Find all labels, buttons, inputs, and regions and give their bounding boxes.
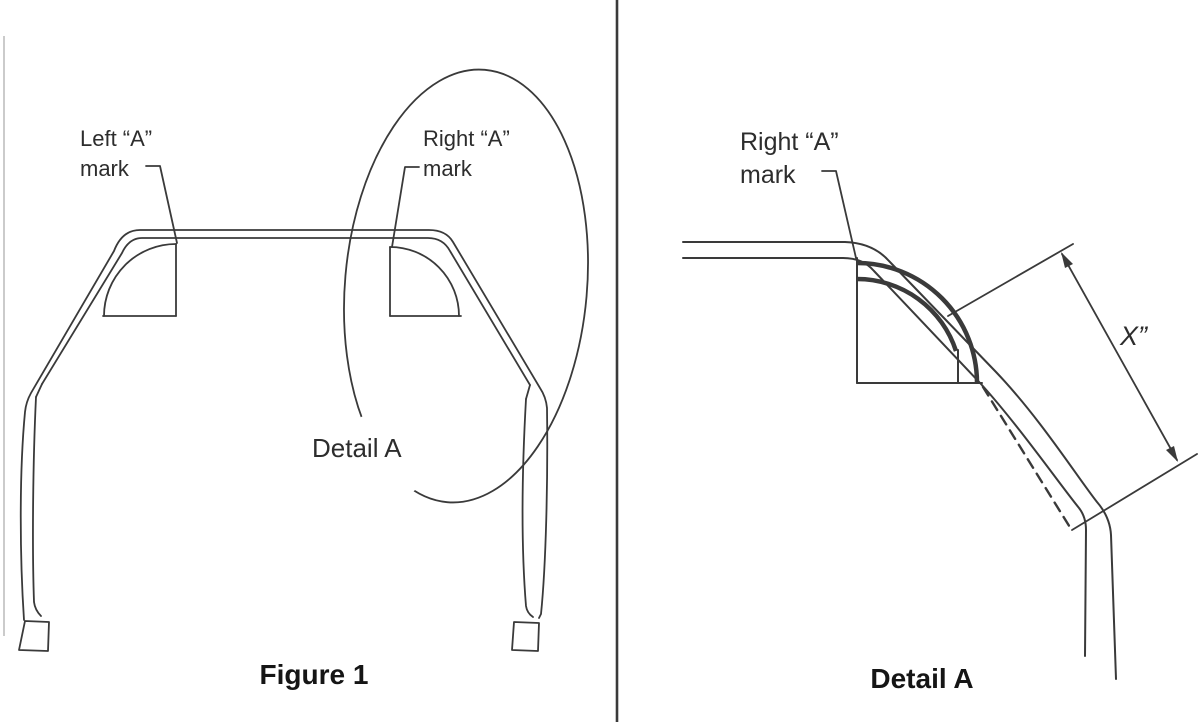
detail-a-mark-label-line1: Right “A” [740, 128, 839, 156]
left-label-leader-line [145, 165, 178, 244]
hidden-edge-dashed-line [981, 385, 1073, 531]
left-pillar-notch [35, 383, 43, 398]
left-leg-inner-line [32, 396, 42, 617]
right-a-mark-label-line2: mark [423, 156, 473, 181]
left-a-mark-label-line1: Left “A” [80, 126, 152, 151]
dimension-arrowhead-upper [1061, 252, 1073, 268]
left-a-mark-label-line2: mark [80, 156, 130, 181]
panel-figure1: Left “A” mark Right “A” mark Detail A Fi… [18, 68, 589, 690]
right-label-leader-line [391, 166, 420, 248]
detail-bar-inner-line [682, 257, 1087, 657]
detail-a-caption: Detail A [870, 663, 973, 694]
frame-outer-line [19, 229, 549, 621]
detail-a-callout-label: Detail A [312, 433, 402, 463]
panel-detail-a: Right “A” mark X” Detail A [682, 128, 1198, 694]
dimension-x-label: X” [1119, 321, 1148, 351]
left-a-mark-arc [103, 243, 177, 317]
figure1-caption: Figure 1 [260, 659, 369, 690]
detail-a-mark-inner-arc [856, 276, 959, 352]
right-foot [511, 621, 540, 652]
right-a-mark [389, 246, 462, 317]
detail-a-mark-label-line2: mark [740, 161, 796, 189]
dimension-extension-line-upper [947, 243, 1074, 317]
detail-callout-ellipse-group [343, 68, 589, 504]
detail-a-mark-outer-arc [856, 260, 980, 384]
dimension-arrowhead-lower [1166, 446, 1178, 462]
left-a-mark [102, 243, 177, 317]
right-leg-inner-line [521, 398, 534, 618]
ellipse-gap-mask [336, 412, 428, 504]
right-a-mark-arc [389, 246, 460, 317]
detail-callout-ellipse [343, 68, 589, 504]
right-pillar-notch [525, 384, 531, 400]
dimension-extension-line-lower [1071, 453, 1198, 531]
frame-inner-line [41, 237, 531, 386]
dimension-line [1061, 253, 1178, 461]
detail-bar-outer-line [682, 241, 1117, 680]
right-a-mark-label-line1: Right “A” [423, 126, 510, 151]
detail-label-leader-line [821, 170, 857, 259]
left-foot [18, 620, 50, 652]
